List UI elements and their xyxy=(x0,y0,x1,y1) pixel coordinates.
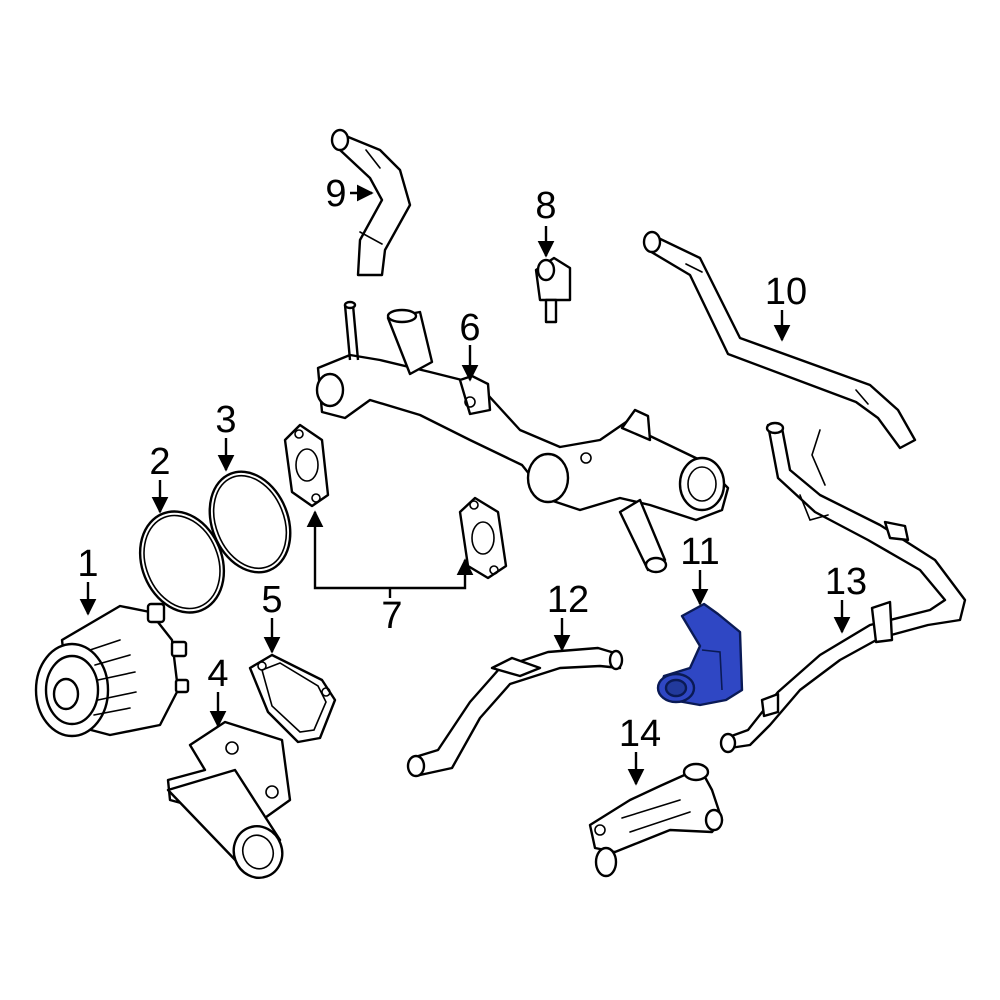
part-4-thermostat-housing[interactable] xyxy=(166,720,292,885)
part-3-o-ring[interactable] xyxy=(195,460,304,585)
part-14-water-outlet[interactable] xyxy=(588,762,724,878)
callout-label-1: 1 xyxy=(77,543,98,585)
callout-label-14: 14 xyxy=(619,713,661,755)
part-7-gasket-pair[interactable] xyxy=(283,423,508,580)
part-11-hose-highlighted[interactable] xyxy=(656,602,744,707)
callout-label-7: 7 xyxy=(381,595,402,637)
part-6-water-pipe[interactable] xyxy=(315,300,730,574)
callout-label-5: 5 xyxy=(261,579,282,621)
part-9-hose[interactable] xyxy=(330,128,412,277)
callout-label-2: 2 xyxy=(149,441,170,483)
callout-label-13: 13 xyxy=(825,561,867,603)
part-10-hose[interactable] xyxy=(642,230,917,450)
callout-label-6: 6 xyxy=(459,307,480,349)
part-1-water-pump[interactable] xyxy=(34,602,190,738)
callout-label-8: 8 xyxy=(535,185,556,227)
part-5-gasket[interactable] xyxy=(248,653,337,744)
callout-label-11: 11 xyxy=(680,531,719,573)
callout-label-9: 9 xyxy=(325,173,346,215)
callout-arrows xyxy=(79,184,851,786)
callout-label-3: 3 xyxy=(215,399,236,441)
callout-label-12: 12 xyxy=(547,579,589,621)
part-13-water-pipe[interactable] xyxy=(719,421,967,754)
callout-label-10: 10 xyxy=(765,271,807,313)
part-12-water-pipe[interactable] xyxy=(406,646,624,778)
callout-label-4: 4 xyxy=(207,653,228,695)
part-2-o-ring[interactable] xyxy=(125,499,238,625)
part-8-temperature-sensor[interactable] xyxy=(534,256,572,324)
callout-labels: 1 2 3 4 5 6 7 8 9 10 11 12 13 14 xyxy=(77,173,867,755)
